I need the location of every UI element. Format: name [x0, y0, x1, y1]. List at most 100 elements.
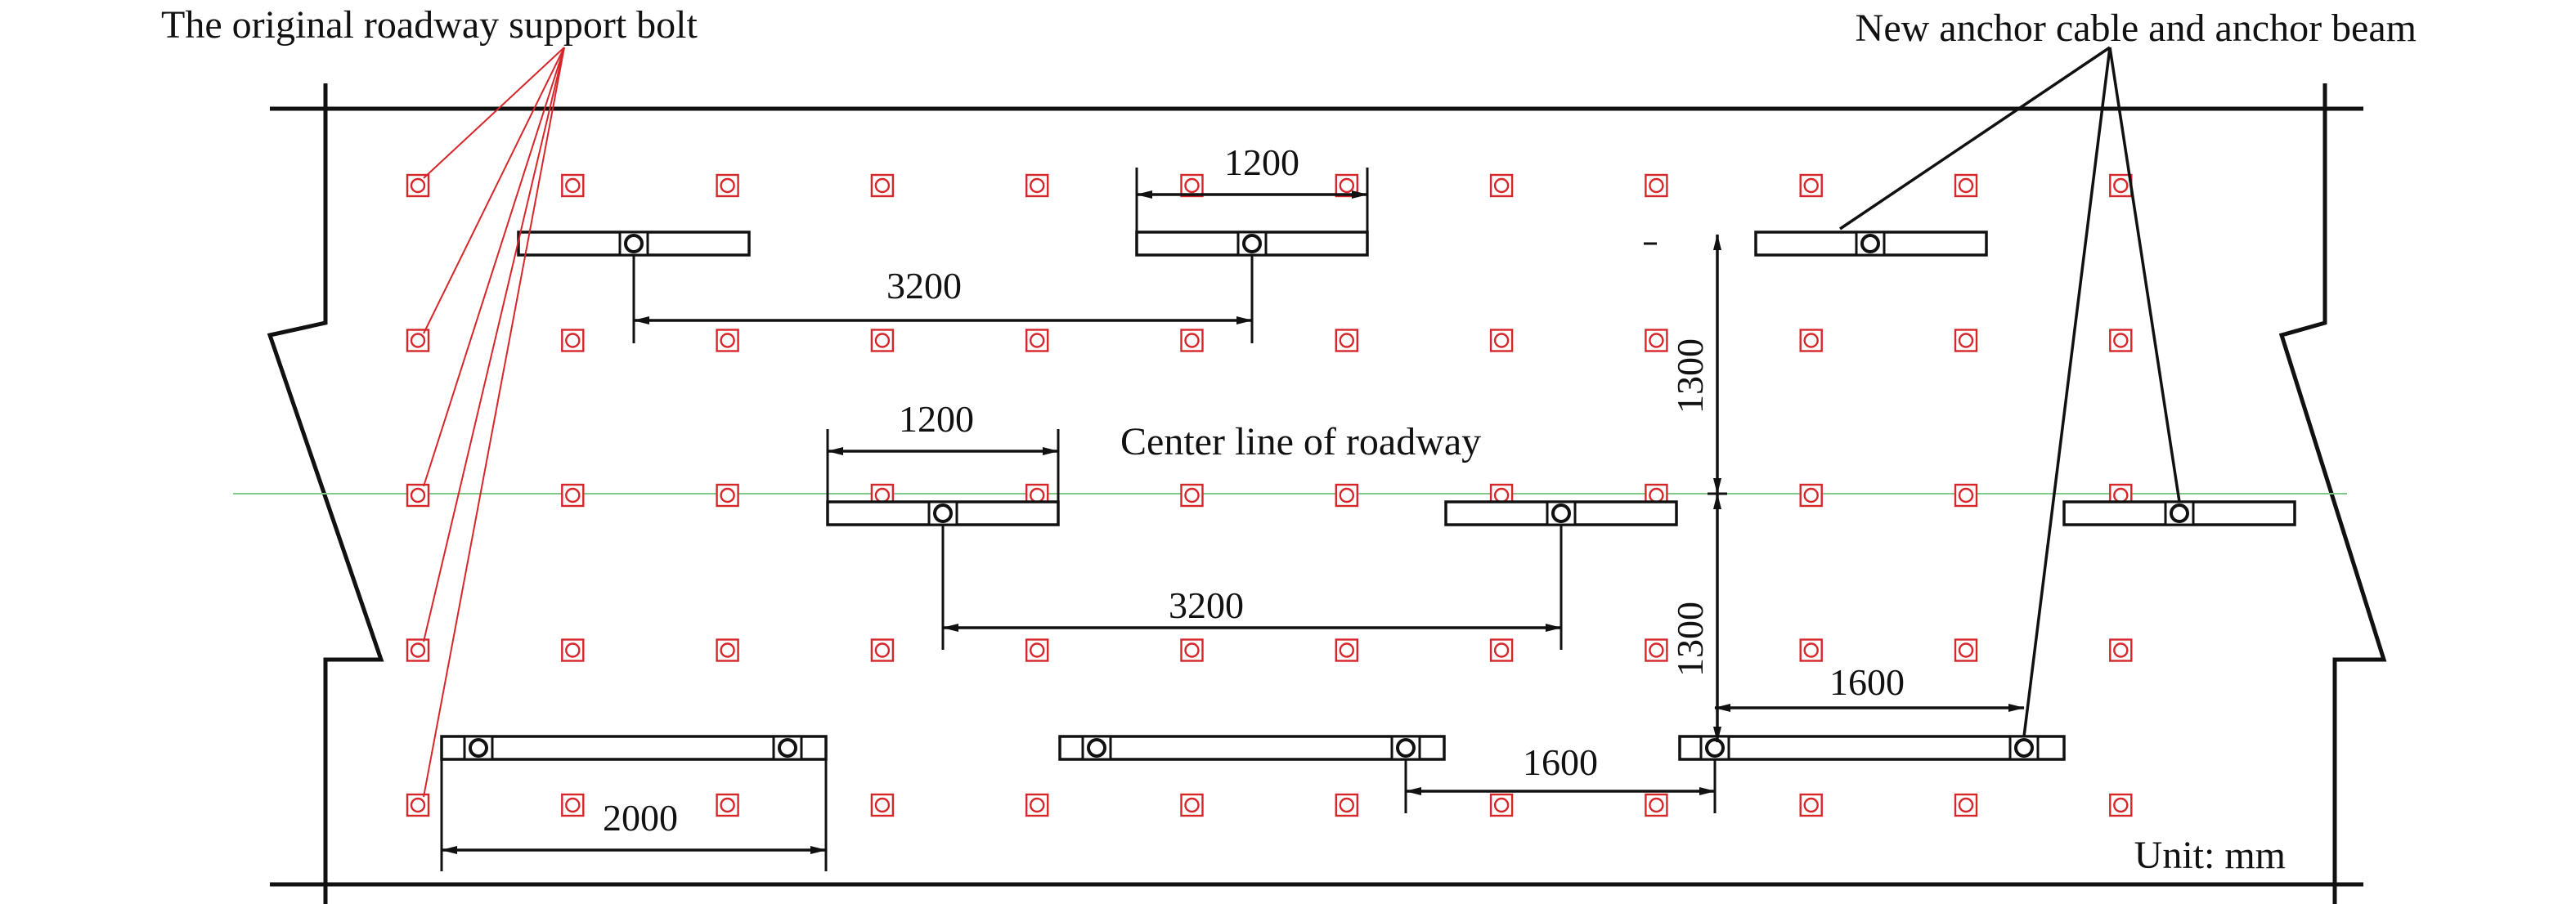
- original-bolt: [1489, 793, 1514, 817]
- original-bolt: [1180, 638, 1204, 662]
- original-bolt: [1335, 173, 1359, 198]
- original-bolt: [1335, 483, 1359, 508]
- dimension-beam-length-top: 1200: [1135, 141, 1369, 232]
- original-bolt: [716, 173, 739, 198]
- original-bolt: [561, 483, 585, 508]
- original-bolt: [1025, 793, 1049, 817]
- original-bolt: [1799, 638, 1823, 662]
- original-bolt: [1799, 483, 1823, 508]
- dimension-spacing-top: 3200: [632, 255, 1254, 343]
- original-bolt: [406, 793, 430, 817]
- original-bolt: [870, 329, 895, 352]
- original-bolt: [1335, 638, 1359, 662]
- original-bolt: [870, 793, 895, 817]
- original-bolt: [1645, 793, 1668, 817]
- anchor-cable: [2008, 735, 2040, 761]
- original-bolt: [1645, 638, 1668, 662]
- anchor-cable: [772, 735, 803, 761]
- right-rib: [2278, 83, 2387, 904]
- centerline-label: Center line of roadway: [1120, 420, 1481, 463]
- original-bolt: [1645, 173, 1668, 198]
- original-bolt: [561, 329, 585, 352]
- anchor-beam: [1678, 735, 2066, 761]
- dimension-beam-length-mid: 1200: [826, 398, 1060, 502]
- original-bolt: [2109, 173, 2133, 198]
- original-bolt: [1954, 329, 1978, 352]
- anchor-cable: [1699, 735, 1730, 761]
- anchor-cable: [463, 735, 494, 761]
- original-bolt: [1180, 483, 1204, 508]
- original-bolt: [1954, 793, 1978, 817]
- anchor-beam: [440, 735, 828, 761]
- dimension-row-spacing-lower: 1300: [1669, 492, 1727, 743]
- original-bolt: [1799, 793, 1823, 817]
- original-bolt: [1489, 638, 1514, 662]
- original-bolt: [561, 793, 585, 817]
- original-bolt: [1025, 638, 1049, 662]
- dimension-label: 3200: [1169, 584, 1244, 626]
- original-bolt: [1954, 638, 1978, 662]
- anchor-beam: [1058, 735, 1446, 761]
- bolt-callout-leaders: [423, 47, 565, 798]
- original-bolt: [1489, 173, 1514, 198]
- dimension-label: 1300: [1669, 338, 1711, 414]
- original-bolt: [1489, 329, 1514, 352]
- original-bolt: [870, 638, 895, 662]
- dimension-beam-length-bottom: 2000: [440, 759, 828, 871]
- original-bolt: [716, 793, 739, 817]
- original-bolt: [870, 173, 895, 198]
- original-bolt: [1180, 793, 1204, 817]
- dimension-label: 1200: [1224, 141, 1299, 183]
- dimension-label: 1300: [1669, 602, 1711, 677]
- original-bolt: [1799, 173, 1823, 198]
- original-bolt: [1180, 329, 1204, 352]
- original-bolt: [2109, 329, 2133, 352]
- original-bolt: [1335, 329, 1359, 352]
- anchor-cable: [618, 230, 649, 257]
- cable-callout-leaders: [1839, 46, 2181, 737]
- original-bolt: [1025, 173, 1049, 198]
- original-bolt: [406, 173, 430, 198]
- original-bolt: [716, 638, 739, 662]
- original-bolt: [2109, 638, 2133, 662]
- dimension-label: 2000: [603, 797, 678, 839]
- unit-label: Unit: mm: [2134, 834, 2286, 877]
- original-bolt: [561, 173, 585, 198]
- left-rib: [267, 83, 384, 904]
- original-bolt-grid: [406, 173, 2133, 817]
- dimension-spacing-bottom: 1600: [1404, 741, 1717, 813]
- anchor-cables: [463, 230, 2195, 761]
- original-bolt: [1799, 329, 1823, 352]
- roadway-outline: [267, 83, 2387, 904]
- original-bolt: [1645, 329, 1668, 352]
- dimension-label: 1600: [1829, 661, 1905, 703]
- anchor-cable: [1546, 500, 1577, 526]
- anchor-cable: [1390, 735, 1421, 761]
- original-bolt: [406, 638, 430, 662]
- anchor-cable: [2164, 500, 2195, 526]
- original-bolt: [406, 329, 430, 352]
- original-bolt: [561, 638, 585, 662]
- anchor-cable: [927, 500, 958, 526]
- original-bolt: [2109, 793, 2133, 817]
- original-bolt: [1025, 329, 1049, 352]
- anchor-cable: [1855, 230, 1886, 257]
- dimension-spacing-right: 1600: [1714, 661, 2025, 712]
- cable-callout-label: New anchor cable and anchor beam: [1856, 7, 2417, 50]
- original-bolt: [1335, 793, 1359, 817]
- dimension-row-spacing-upper: 1300: [1644, 234, 1721, 495]
- anchor-cable: [1236, 230, 1268, 257]
- original-bolt: [406, 483, 430, 508]
- dimension-label: 1600: [1523, 741, 1598, 783]
- dimension-spacing-mid: 3200: [941, 525, 1563, 650]
- anchor-cable: [1081, 735, 1112, 761]
- bolt-callout-label: The original roadway support bolt: [161, 3, 698, 47]
- original-bolt: [1954, 483, 1978, 508]
- original-bolt: [716, 483, 739, 508]
- original-bolt: [1180, 173, 1204, 198]
- dimension-label: 1200: [899, 398, 974, 440]
- original-bolt: [716, 329, 739, 352]
- original-bolt: [1954, 173, 1978, 198]
- dimension-label: 3200: [886, 265, 962, 307]
